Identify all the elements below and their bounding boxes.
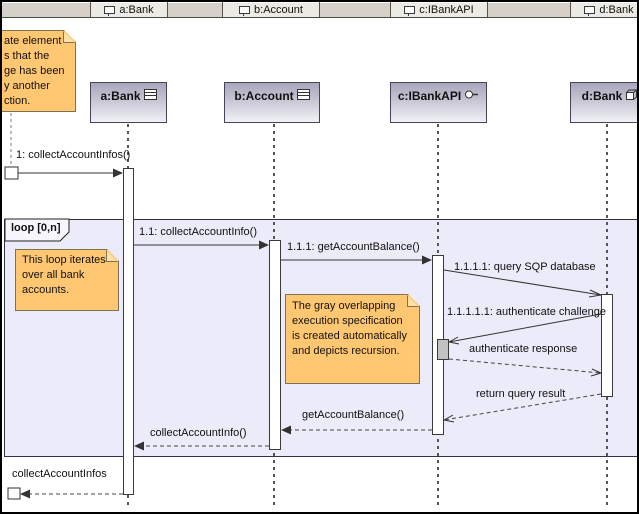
- arrowhead-open-icon: [448, 336, 460, 345]
- activation-d-bank[interactable]: [601, 294, 613, 397]
- lifeline-icon: [584, 5, 596, 16]
- gate-top[interactable]: [4, 166, 19, 180]
- lifeline-icon: [404, 5, 416, 16]
- message-line-query-sqp-database[interactable]: [443, 269, 602, 296]
- loop-note[interactable]: [15, 249, 119, 311]
- message-label[interactable]: collectAccountInfo(): [150, 427, 247, 439]
- message-line-authenticate-response[interactable]: [448, 358, 602, 374]
- header-tab-label: a:Bank: [119, 3, 154, 16]
- message-label[interactable]: collectAccountInfos: [12, 468, 107, 480]
- interface-lollipop-icon: [465, 90, 479, 99]
- recursion-note[interactable]: [285, 294, 420, 384]
- message-label[interactable]: authenticate response: [469, 343, 578, 355]
- loop-note-text: This loop iterates over all bank account…: [22, 254, 106, 296]
- gate-note-text: ate element s that the ge has been y ano…: [4, 35, 65, 107]
- lifeline-head-b-account[interactable]: b:Account: [224, 82, 320, 123]
- message-label[interactable]: 1: collectAccountInfos(): [16, 149, 131, 161]
- message-line-authenticate-challenge[interactable]: [448, 313, 602, 343]
- header-tab-c-ibankapi[interactable]: c:IBankAPI: [390, 2, 488, 17]
- header-tab-b-account[interactable]: b:Account: [222, 2, 320, 17]
- message-label[interactable]: 1.1: collectAccountInfo(): [139, 226, 258, 238]
- message-label[interactable]: 1.1.1.1: query SQP database: [454, 261, 596, 273]
- lifeline-head-d-bank[interactable]: d:Bank: [570, 82, 637, 123]
- component-cube-icon: [626, 89, 637, 100]
- arrowhead-filled-icon: [281, 425, 291, 435]
- header-tab-label: c:IBankAPI: [419, 3, 474, 16]
- header-tab-d-bank[interactable]: d:Bank: [570, 2, 637, 17]
- arrowhead-open-icon: [590, 368, 602, 377]
- arrowhead-open-icon: [588, 289, 602, 298]
- recursion-execution-spec[interactable]: [437, 339, 449, 360]
- loop-operator-label[interactable]: loop [0,n]: [11, 222, 61, 234]
- lifeline-head-label: a:Bank: [100, 89, 141, 103]
- activation-a-bank[interactable]: [123, 168, 134, 495]
- header-tab-label: d:Bank: [599, 3, 634, 16]
- arrowhead-filled-icon: [113, 168, 123, 178]
- header-tab-label: b:Account: [254, 3, 303, 16]
- lifeline-head-label: d:Bank: [581, 89, 623, 103]
- arrowhead-filled-icon: [422, 255, 432, 265]
- message-label[interactable]: return query result: [476, 388, 566, 400]
- message-label[interactable]: 1.1.1: getAccountBalance(): [287, 241, 420, 253]
- message-line-return-query-result[interactable]: [443, 393, 602, 421]
- class-icon: [296, 89, 310, 100]
- loop-operator-pentagon[interactable]: [4, 218, 70, 242]
- lifeline-head-c-ibankapi[interactable]: c:IBankAPI: [390, 82, 487, 123]
- gate-bottom[interactable]: [7, 487, 21, 500]
- lifeline-head-label: b:Account: [234, 89, 294, 103]
- recursion-note-text: The gray overlapping execution specifica…: [292, 300, 407, 357]
- arrowhead-filled-icon: [20, 489, 30, 499]
- arrowhead-filled-icon: [259, 240, 269, 250]
- message-label[interactable]: getAccountBalance(): [302, 409, 405, 421]
- arrowhead-filled-icon: [134, 441, 144, 451]
- activation-b-account[interactable]: [269, 240, 281, 450]
- lifeline-icon: [239, 5, 251, 16]
- lifeline-head-label: c:IBankAPI: [397, 89, 462, 103]
- message-label[interactable]: 1.1.1.1.1: authenticate challenge: [447, 306, 607, 318]
- lifeline-head-a-bank[interactable]: a:Bank: [90, 82, 167, 123]
- lifeline-icon: [104, 5, 116, 16]
- arrowhead-open-icon: [443, 414, 455, 423]
- class-icon: [143, 89, 157, 100]
- header-tab-a-bank[interactable]: a:Bank: [90, 2, 168, 17]
